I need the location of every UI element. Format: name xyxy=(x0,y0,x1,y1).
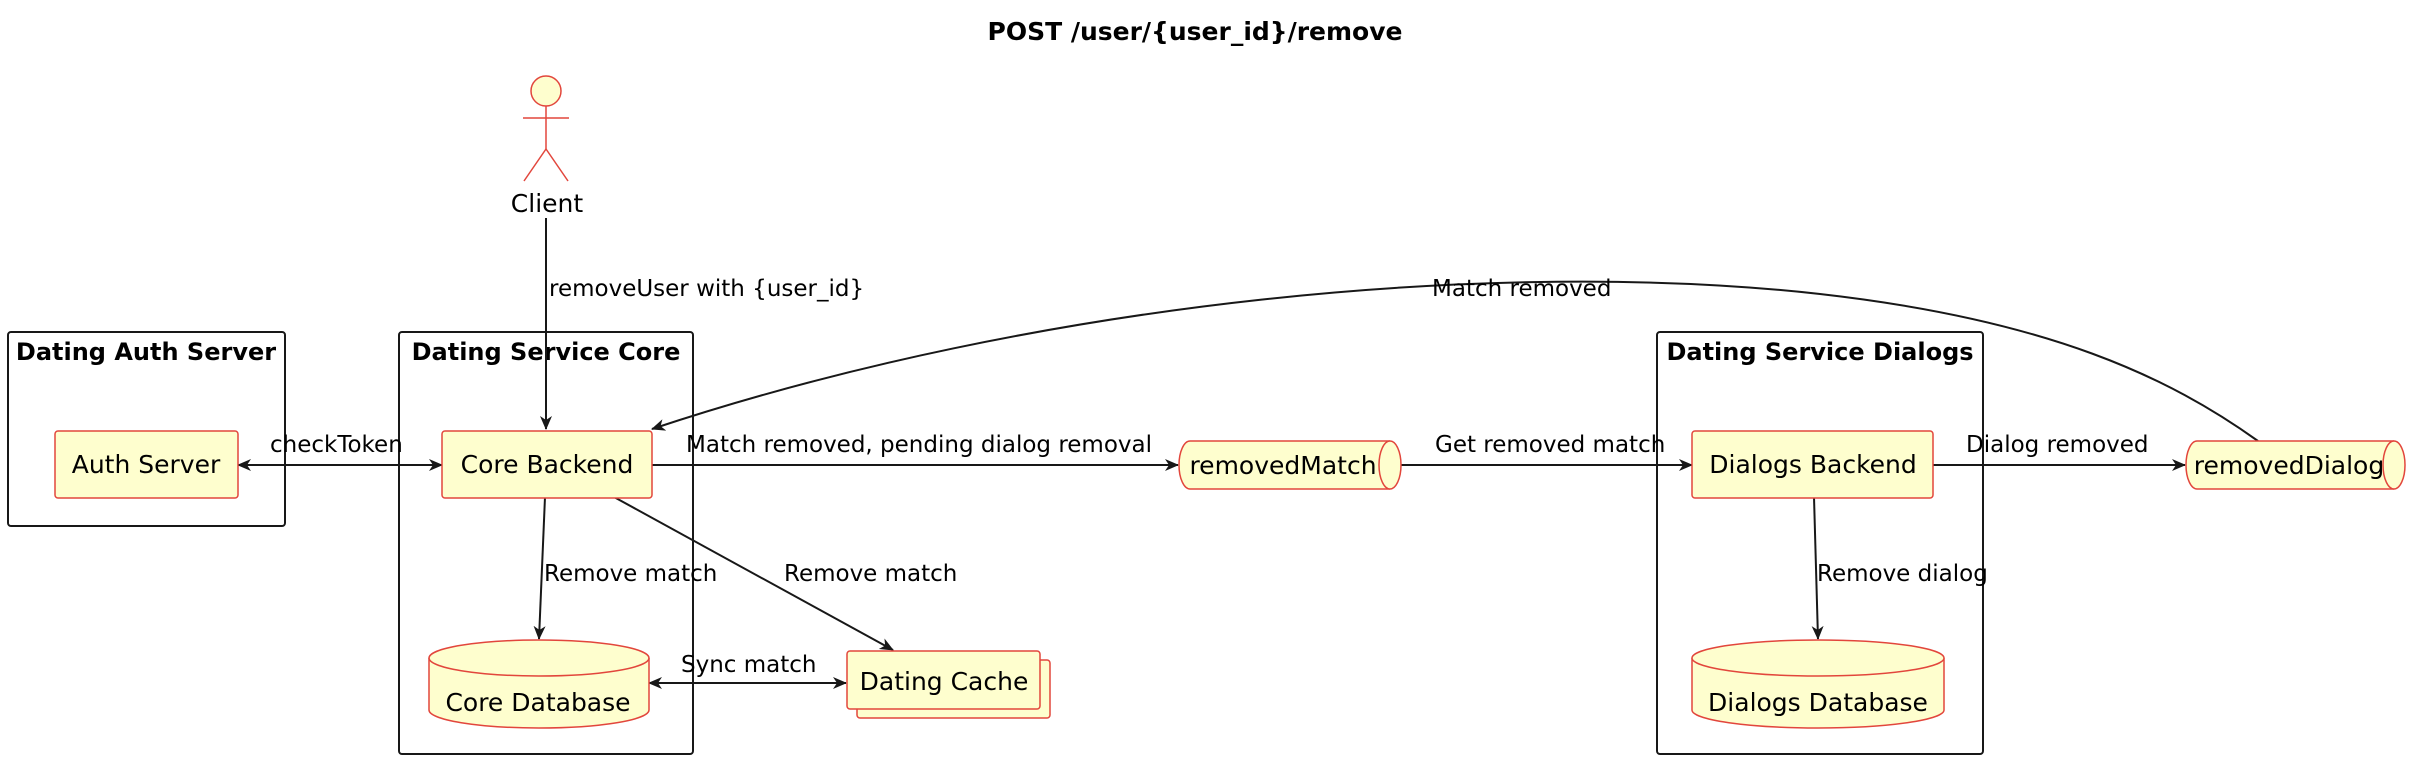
auth-server-label: Auth Server xyxy=(72,450,221,479)
label-match-removed-pending: Match removed, pending dialog removal xyxy=(686,432,1152,458)
dialogs-backend-label: Dialogs Backend xyxy=(1709,450,1917,479)
removed-dialog-label: removedDialog xyxy=(2194,451,2384,480)
label-check-token: checkToken xyxy=(270,432,403,458)
core-database-label: Core Database xyxy=(445,688,630,717)
label-remove-user: removeUser with {user_id} xyxy=(549,276,864,302)
edge-labels: removeUser with {user_id} checkToken Mat… xyxy=(270,276,2149,678)
label-remove-match-db: Remove match xyxy=(544,561,717,587)
label-match-removed: Match removed xyxy=(1432,276,1611,302)
label-get-removed-match: Get removed match xyxy=(1435,432,1665,458)
client-label: Client xyxy=(511,189,584,218)
edge-remove-dialog xyxy=(1811,496,1824,640)
label-remove-dialog: Remove dialog xyxy=(1817,561,1988,587)
node-dating-cache: Dating Cache xyxy=(846,650,1051,719)
dialogs-database-label: Dialogs Database xyxy=(1708,688,1928,717)
label-sync-match: Sync match xyxy=(681,652,816,678)
edges xyxy=(237,218,2259,689)
edge-remove-match-cache xyxy=(613,496,894,651)
node-dialogs-database: Dialogs Database xyxy=(1691,639,1945,729)
edge-match-removed xyxy=(651,280,2259,442)
diagram-title: POST /user/{user_id}/remove xyxy=(988,17,1403,46)
client-actor: Client xyxy=(511,75,584,218)
node-core-database: Core Database xyxy=(428,639,650,729)
core-backend-label: Core Backend xyxy=(461,450,634,479)
node-removed-match: removedMatch xyxy=(1178,440,1402,490)
edge-remove-match-db xyxy=(533,496,546,640)
label-dialog-removed: Dialog removed xyxy=(1966,432,2149,458)
node-auth-server: Auth Server xyxy=(54,430,239,499)
node-core-backend: Core Backend xyxy=(441,430,653,499)
removed-match-label: removedMatch xyxy=(1189,451,1376,480)
label-remove-match-cache: Remove match xyxy=(784,561,957,587)
package-title-auth: Dating Auth Server xyxy=(16,338,276,366)
dating-cache-label: Dating Cache xyxy=(860,667,1029,696)
package-title-dialogs: Dating Service Dialogs xyxy=(1666,338,1973,366)
node-removed-dialog: removedDialog xyxy=(2185,440,2406,490)
node-dialogs-backend: Dialogs Backend xyxy=(1691,430,1934,499)
